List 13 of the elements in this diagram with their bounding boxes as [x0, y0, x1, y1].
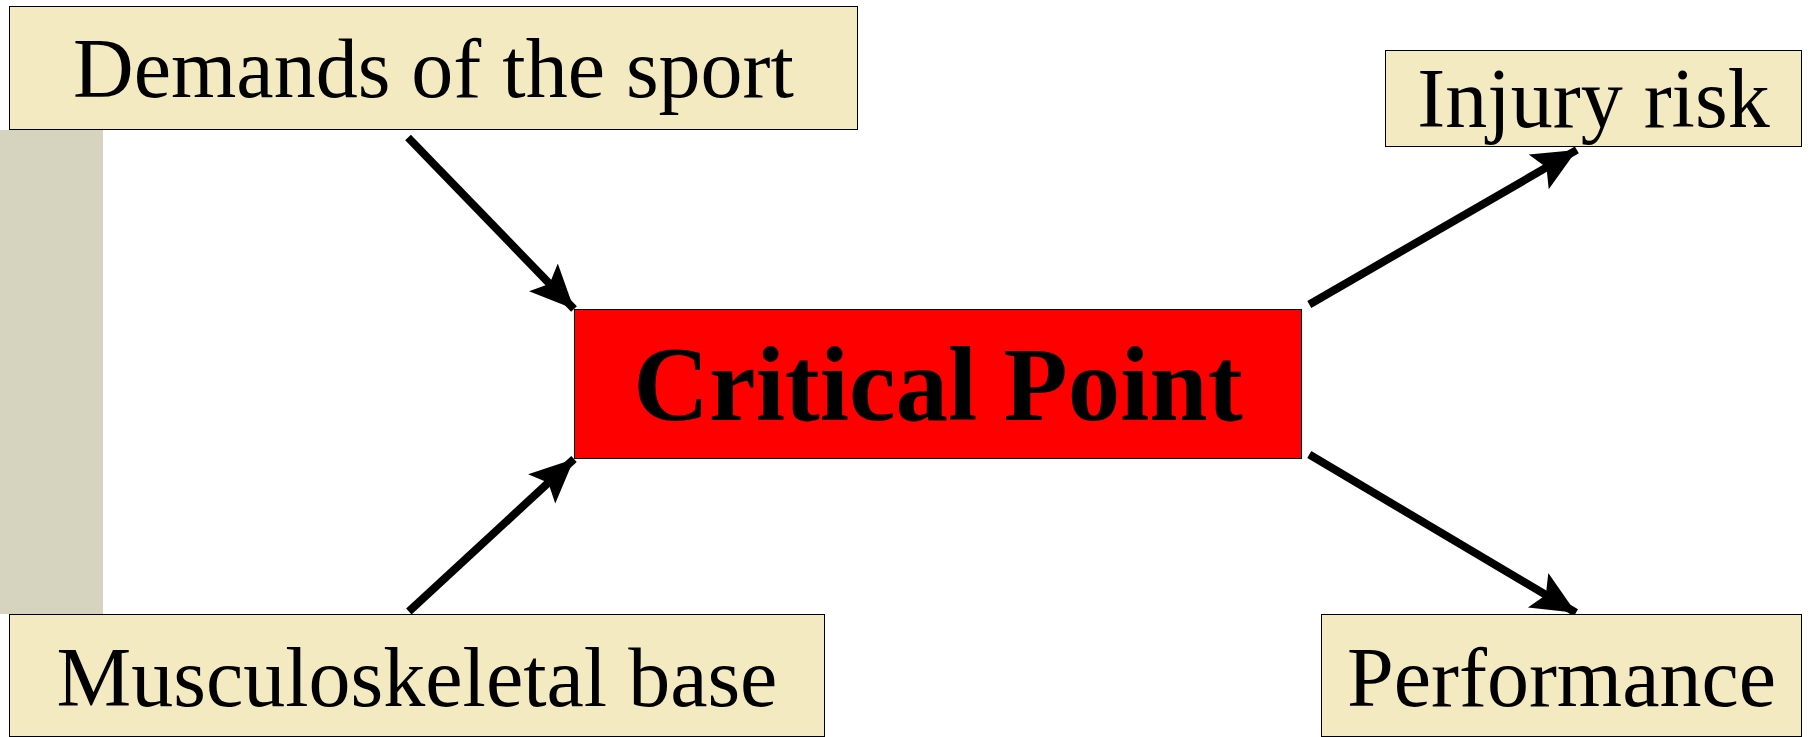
- text-box: [9, 614, 825, 737]
- node-label: Performance: [1346, 630, 1777, 726]
- arrow: [1307, 146, 1579, 308]
- node-label: Injury risk: [1417, 51, 1770, 147]
- node-label: Demands of the sport: [73, 20, 794, 117]
- arrow: [406, 456, 577, 615]
- arrow: [405, 134, 577, 312]
- text-box: [1385, 50, 1802, 147]
- node-label: Critical Point: [633, 324, 1243, 445]
- highlight-box: [574, 309, 1302, 459]
- node-label: Musculoskeletal base: [56, 630, 778, 726]
- text-box: [9, 6, 858, 130]
- text-box: [1321, 614, 1802, 737]
